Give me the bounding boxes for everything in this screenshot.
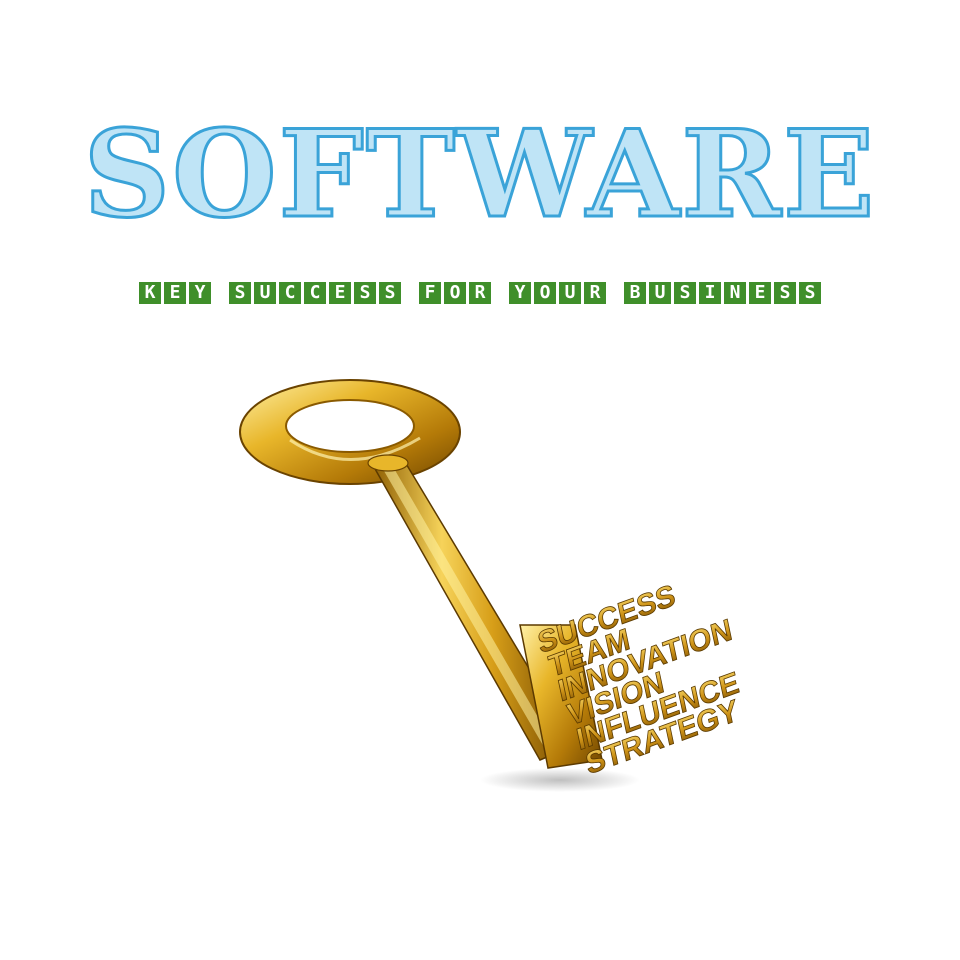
tagline-letter: S [799, 282, 821, 304]
tagline-letter: S [229, 282, 251, 304]
tagline-letter: Y [189, 282, 211, 304]
tagline-letter: U [559, 282, 581, 304]
tagline-letter: S [379, 282, 401, 304]
tagline-letter: E [164, 282, 186, 304]
key-shadow [480, 768, 640, 792]
tagline-letter: O [534, 282, 556, 304]
tagline-letter: E [329, 282, 351, 304]
tagline-letter: B [624, 282, 646, 304]
tagline-letter: R [584, 282, 606, 304]
tagline-letter: F [419, 282, 441, 304]
tagline-letter: I [699, 282, 721, 304]
tagline-letter: S [674, 282, 696, 304]
golden-key-icon: SUCCESS TEAM INNOVATION VISION INFLUENCE… [230, 370, 750, 810]
key-bit-base [519, 624, 603, 769]
tagline-letter: S [354, 282, 376, 304]
tagline-letter: U [649, 282, 671, 304]
tagline-letter: E [749, 282, 771, 304]
tagline-letter: K [139, 282, 161, 304]
tagline-letter: R [469, 282, 491, 304]
golden-key-svg: SUCCESS TEAM INNOVATION VISION INFLUENCE… [239, 379, 742, 792]
tagline-letter: C [279, 282, 301, 304]
page-title: SOFTWARE [82, 104, 877, 245]
tagline-letter: U [254, 282, 276, 304]
tagline-letter: Y [509, 282, 531, 304]
tagline-letter: S [774, 282, 796, 304]
key-bow [239, 379, 461, 485]
tagline-letter: O [444, 282, 466, 304]
tagline-letter: N [724, 282, 746, 304]
tagline-letter: C [304, 282, 326, 304]
